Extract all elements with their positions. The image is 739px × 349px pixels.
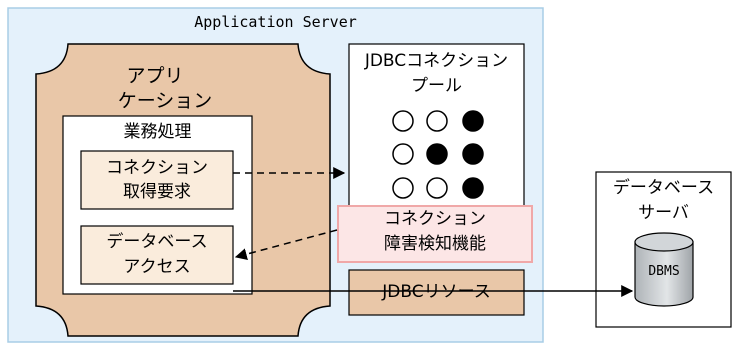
business-logic-title: 業務処理 (123, 122, 192, 142)
failure-detection-box (337, 205, 533, 263)
notify-arrow (234, 229, 338, 261)
connection-request-box (80, 150, 234, 210)
database-server-line1: データベース (612, 178, 715, 198)
connection-circle-open (392, 110, 414, 132)
connection-request-line1: コネクション (106, 158, 208, 178)
failure-detection-line1: コネクション (384, 209, 486, 229)
jdbc-resource-label: JDBCリソース (382, 282, 491, 302)
jdbc-resource-box (348, 269, 525, 316)
application-label-line2: ケーション (117, 90, 213, 112)
database-access-line2: アクセス (123, 257, 191, 277)
application-label-line1: アプリ (126, 65, 184, 87)
connection-pool-line2: プール (411, 76, 462, 96)
connection-pool-line1: JDBCコネクション (364, 51, 509, 71)
connection-circle-open (426, 110, 448, 132)
connection-circle-filled (462, 177, 484, 199)
connection-request-line2: 取得要求 (123, 182, 191, 202)
dbms-cylinder (634, 232, 694, 307)
connection-circle-filled (426, 143, 448, 165)
database-server-line2: サーバ (638, 203, 689, 223)
connection-circle-filled (462, 143, 484, 165)
database-access-line1: データベース (106, 232, 208, 252)
connection-circle-open (392, 143, 414, 165)
connection-circle-filled (462, 110, 484, 132)
dbms-label: DBMS (648, 264, 680, 279)
failure-detection-line2: 障害検知機能 (384, 234, 486, 254)
database-access-box (80, 225, 234, 285)
connection-circle-open (426, 177, 448, 199)
application-server-title: Application Server (194, 13, 357, 31)
connection-circle-open (392, 177, 414, 199)
connection-circles (392, 110, 484, 199)
